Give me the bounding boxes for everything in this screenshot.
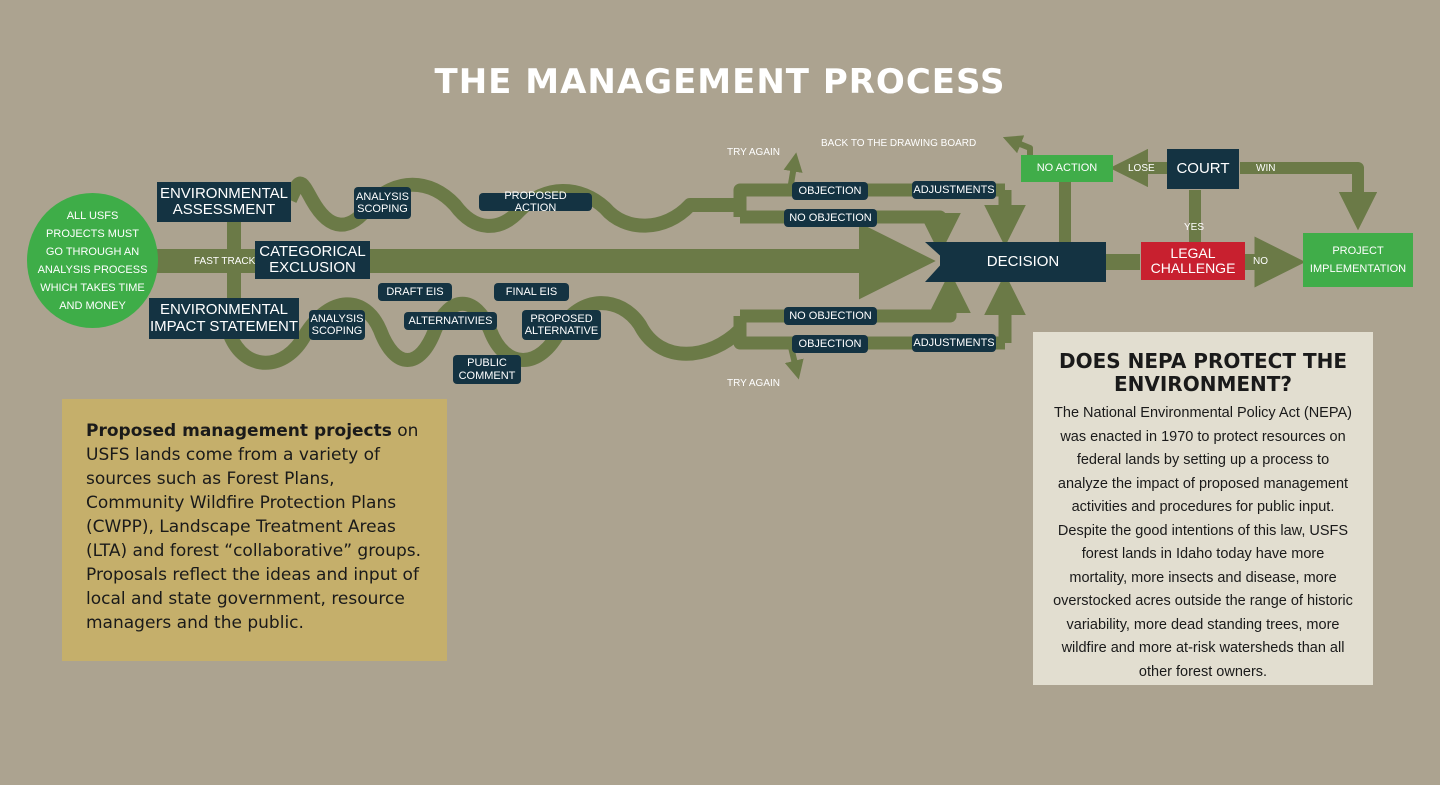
node-final-eis: FINAL EIS xyxy=(494,283,569,301)
node-environmental-impact-statement: ENVIRONMENTAL IMPACT STATEMENT xyxy=(149,298,299,339)
label-yes: YES xyxy=(1184,222,1205,233)
node-environmental-assessment: ENVIRONMENTAL ASSESSMENT xyxy=(157,182,291,222)
node-adjustments-bottom: ADJUSTMENTS xyxy=(912,334,996,352)
start-text: ALL USFS PROJECTS MUST GO THROUGH AN ANA… xyxy=(37,209,148,312)
node-no-action: NO ACTION xyxy=(1021,155,1113,182)
node-alternatives: ALTERNATIVIES xyxy=(404,312,497,330)
node-public-comment: PUBLIC COMMENT xyxy=(453,355,521,384)
node-adjustments-top: ADJUSTMENTS xyxy=(912,181,996,199)
info-lead: Proposed management projects xyxy=(86,421,392,441)
node-project-implementation: PROJECT IMPLEMENTATION xyxy=(1303,233,1413,287)
node-objection-top: OBJECTION xyxy=(792,182,868,200)
info-box: Proposed management projects on USFS lan… xyxy=(62,399,447,661)
label-no: NO xyxy=(1253,256,1268,267)
arrow-ea-path xyxy=(283,176,740,233)
node-analysis-scoping-ea: ANALYSIS SCOPING xyxy=(354,187,411,219)
label-try-again-top: TRY AGAIN xyxy=(727,147,780,158)
node-objection-bottom: OBJECTION xyxy=(792,335,868,353)
node-legal-challenge: LEGAL CHALLENGE xyxy=(1141,242,1245,280)
node-decision: DECISION xyxy=(940,242,1106,282)
label-try-again-bottom: TRY AGAIN xyxy=(727,378,780,389)
arrow-try-again-top xyxy=(783,152,803,191)
nepa-heading: DOES NEPA PROTECT THE ENVIRONMENT? xyxy=(1059,349,1347,396)
node-analysis-scoping-eis: ANALYSIS SCOPING xyxy=(309,310,365,340)
node-draft-eis: DRAFT EIS xyxy=(378,283,452,301)
node-no-objection-top: NO OBJECTION xyxy=(784,209,877,227)
node-proposed-alternative: PROPOSED ALTERNATIVE xyxy=(522,310,601,340)
start-circle: ALL USFS PROJECTS MUST GO THROUGH AN ANA… xyxy=(27,193,158,328)
label-back-to-drawing-board: BACK TO THE DRAWING BOARD xyxy=(821,138,977,149)
info-body: on USFS lands come from a variety of sou… xyxy=(86,421,422,633)
label-lose: LOSE xyxy=(1128,163,1155,174)
label-fast-track: FAST TRACK xyxy=(194,256,256,267)
nepa-box: DOES NEPA PROTECT THE ENVIRONMENT? The N… xyxy=(1033,332,1373,685)
node-no-objection-bottom: NO OBJECTION xyxy=(784,307,877,325)
arrow-try-again-bottom xyxy=(784,342,804,380)
page-title: THE MANAGEMENT PROCESS xyxy=(434,62,1006,102)
arrow-court-win xyxy=(1240,162,1378,231)
nepa-body: The National Environmental Policy Act (N… xyxy=(1053,405,1353,680)
label-win: WIN xyxy=(1256,163,1276,174)
node-court: COURT xyxy=(1167,149,1239,189)
node-proposed-action: PROPOSED ACTION xyxy=(479,190,592,214)
node-categorical-exclusion: CATEGORICAL EXCLUSION xyxy=(255,241,370,279)
arrow-back-to-drawing-board xyxy=(1002,135,1033,155)
